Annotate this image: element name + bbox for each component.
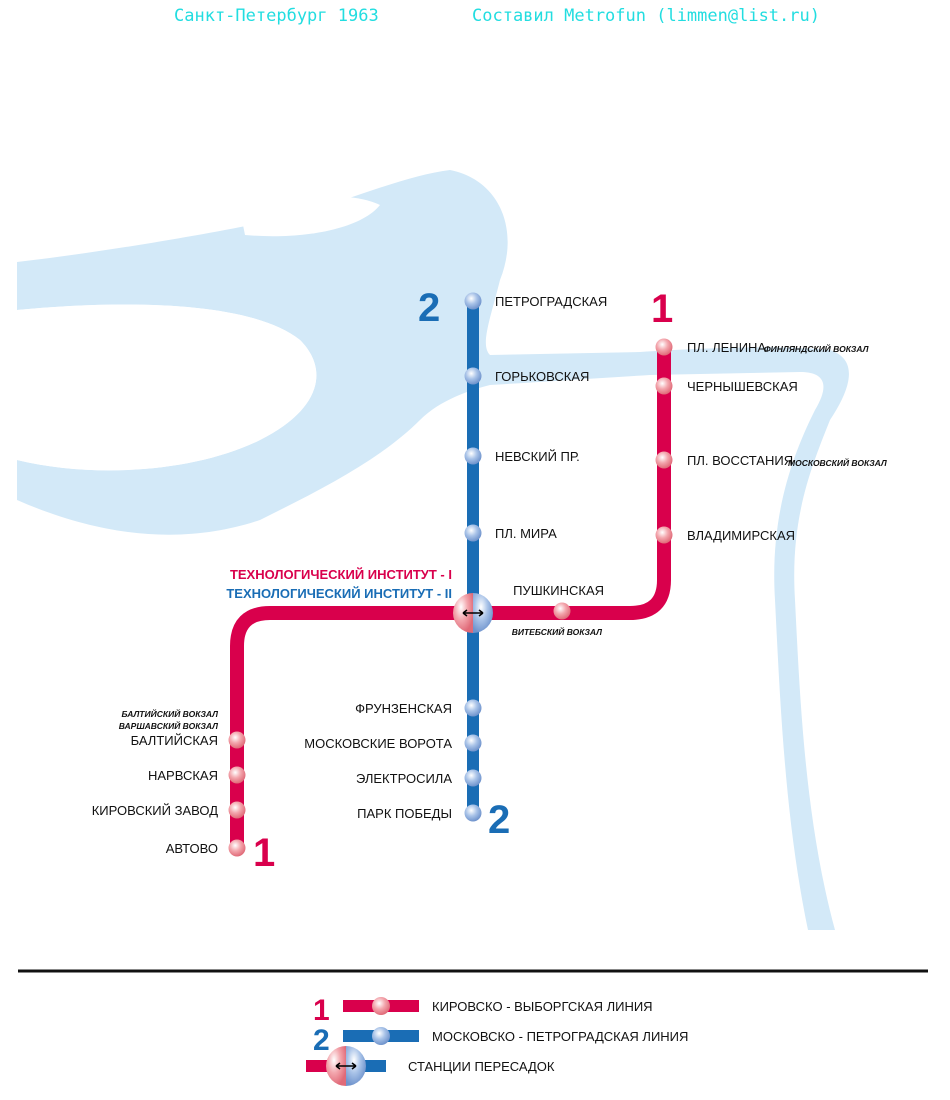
legend-label-2: МОСКОВСКО - ПЕТРОГРАДСКАЯ ЛИНИЯ: [432, 1029, 688, 1044]
legend-number-2: 2: [313, 1024, 330, 1057]
station-marker[interactable]: [553, 602, 571, 620]
water: [17, 170, 849, 930]
station-marker[interactable]: [464, 367, 482, 385]
station-label: ПЛ. ВОССТАНИЯ: [687, 453, 793, 468]
station-label: ПАРК ПОБЕДЫ: [357, 806, 452, 821]
station-label: ПЕТРОГРАДСКАЯ: [495, 294, 607, 309]
station-marker[interactable]: [464, 699, 482, 717]
railway-baltic: БАЛТИЙСКИЙ ВОКЗАЛ: [122, 708, 219, 719]
transfer-arrow-icon: [462, 609, 484, 617]
station[interactable]: НЕВСКИЙ ПР.: [464, 447, 580, 465]
station[interactable]: МОСКОВСКИЕ ВОРОТА: [304, 734, 482, 752]
station[interactable]: ГОРЬКОВСКАЯ: [464, 367, 590, 385]
station[interactable]: ФРУНЗЕНСКАЯ: [355, 699, 482, 717]
railway-finland: ФИНЛЯНДСКИЙ ВОКЗАЛ: [764, 343, 869, 354]
station[interactable]: ПЛ. МИРА: [464, 524, 558, 542]
station-marker[interactable]: [228, 839, 246, 857]
railway-vitebsk: ВИТЕБСКИЙ ВОКЗАЛ: [512, 626, 602, 637]
station-label: АВТОВО: [166, 841, 218, 856]
station-label: ФРУНЗЕНСКАЯ: [355, 701, 452, 716]
station-marker[interactable]: [464, 292, 482, 310]
station[interactable]: ПЛ. ВОССТАНИЯ: [655, 451, 794, 469]
station[interactable]: АВТОВО: [166, 839, 246, 857]
station[interactable]: НАРВСКАЯ: [148, 766, 246, 784]
station[interactable]: ПУШКИНСКАЯ: [513, 583, 604, 620]
station-label: ЭЛЕКТРОСИЛА: [356, 771, 452, 786]
station-marker[interactable]: [228, 766, 246, 784]
station-marker[interactable]: [464, 804, 482, 822]
line-1-number-south: 1: [253, 831, 275, 875]
station[interactable]: БАЛТИЙСКАЯ: [131, 731, 246, 749]
station-label: ГОРЬКОВСКАЯ: [495, 369, 589, 384]
station[interactable]: ЭЛЕКТРОСИЛА: [356, 769, 482, 787]
station[interactable]: ПАРК ПОБЕДЫ: [357, 804, 482, 822]
station-label: ЧЕРНЫШЕВСКАЯ: [687, 379, 798, 394]
station[interactable]: КИРОВСКИЙ ЗАВОД: [92, 801, 246, 819]
station-label: КИРОВСКИЙ ЗАВОД: [92, 803, 219, 818]
line-2-number-north: 2: [418, 286, 440, 330]
station[interactable]: ЧЕРНЫШЕВСКАЯ: [655, 377, 798, 395]
legend-number-1: 1: [313, 994, 330, 1027]
station-label: МОСКОВСКИЕ ВОРОТА: [304, 736, 452, 751]
station-marker[interactable]: [655, 526, 673, 544]
legend-transfer-label: СТАНЦИИ ПЕРЕСАДОК: [408, 1059, 555, 1074]
transfer-name-line2: ТЕХНОЛОГИЧЕСКИЙ ИНСТИТУТ - II: [226, 586, 452, 601]
station-marker[interactable]: [228, 801, 246, 819]
station-marker[interactable]: [655, 451, 673, 469]
station-marker[interactable]: [464, 769, 482, 787]
line-1-track: [230, 347, 671, 848]
station-label: ПЛ. МИРА: [495, 526, 557, 541]
transfer-station[interactable]: [453, 593, 493, 633]
station-label: ВЛАДИМИРСКАЯ: [687, 528, 795, 543]
station-marker[interactable]: [464, 524, 482, 542]
transfer-name-line1: ТЕХНОЛОГИЧЕСКИЙ ИНСТИТУТ - I: [230, 567, 452, 582]
station-label: НАРВСКАЯ: [148, 768, 218, 783]
transfer-station[interactable]: [326, 1046, 366, 1086]
station-marker[interactable]: [655, 377, 673, 395]
station[interactable]: ПЕТРОГРАДСКАЯ: [464, 292, 608, 310]
railway-moscow: МОСКОВСКИЙ ВОКЗАЛ: [788, 457, 887, 468]
map-title: Санкт-Петербург 1963: [174, 6, 379, 26]
station-marker[interactable]: [464, 447, 482, 465]
station[interactable]: ПЛ. ЛЕНИНА: [655, 338, 767, 356]
transfer-arrow-icon: [335, 1062, 357, 1070]
legend-label-1: КИРОВСКО - ВЫБОРГСКАЯ ЛИНИЯ: [432, 999, 653, 1014]
author-credit: Составил Metrofun (limmen@list.ru): [472, 6, 820, 26]
legend-station-marker: [372, 1027, 390, 1045]
station-label: ПЛ. ЛЕНИНА: [687, 340, 766, 355]
station[interactable]: ВЛАДИМИРСКАЯ: [655, 526, 796, 544]
station-marker[interactable]: [655, 338, 673, 356]
line-1-number-north: 1: [651, 287, 673, 331]
station-label: ПУШКИНСКАЯ: [513, 583, 604, 598]
station-marker[interactable]: [228, 731, 246, 749]
station-label: НЕВСКИЙ ПР.: [495, 449, 580, 464]
line-2-number-south: 2: [488, 798, 510, 842]
legend-station-marker: [372, 997, 390, 1015]
station-marker[interactable]: [464, 734, 482, 752]
station-label: БАЛТИЙСКАЯ: [131, 733, 218, 748]
railway-warsaw: ВАРШАВСКИЙ ВОКЗАЛ: [119, 720, 218, 731]
